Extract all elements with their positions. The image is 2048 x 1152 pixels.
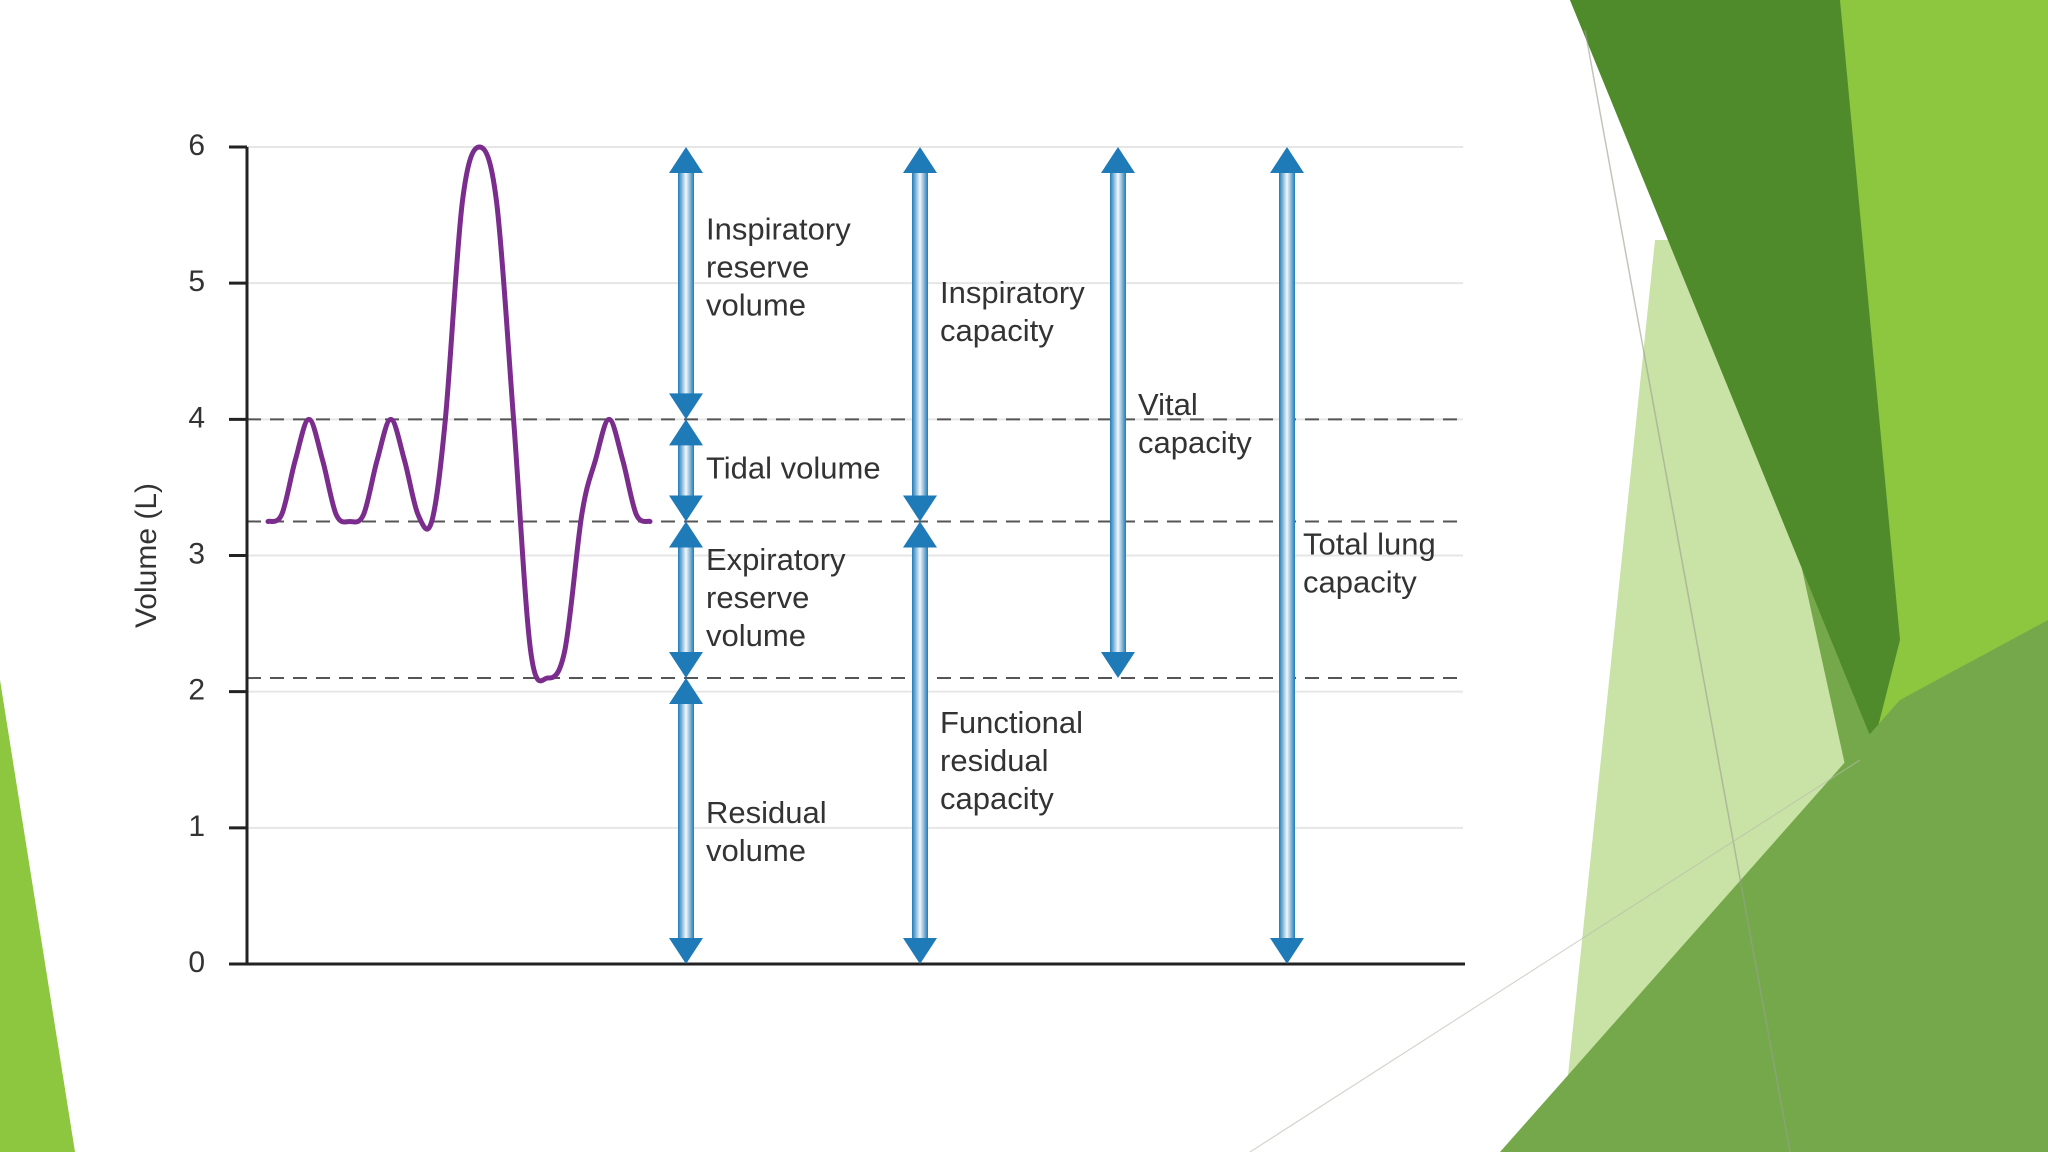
arrow-tidal-volume: Tidal volume: [669, 419, 881, 522]
arrow-head-down: [669, 495, 703, 522]
arrow-label-line: Functional: [940, 705, 1083, 740]
arrow-head-down: [903, 495, 937, 522]
spirometry-trace: [265, 144, 653, 684]
y-tick-label: 6: [188, 129, 205, 162]
left-accent-shape: [0, 680, 75, 1152]
arrow-label-line: volume: [706, 833, 806, 868]
arrow-label-line: Residual: [706, 795, 827, 830]
arrow-shaft: [678, 702, 694, 940]
arrow-head-down: [669, 938, 703, 964]
arrow-label-line: Expiratory: [706, 542, 846, 577]
arrow-label-line: capacity: [1138, 425, 1252, 460]
y-tick-label: 2: [188, 674, 205, 707]
arrow-label-line: volume: [706, 288, 806, 323]
arrow-label-line: Tidal volume: [706, 451, 881, 486]
arrow-label-line: residual: [940, 743, 1049, 778]
y-tick-labels: 0 1 2 3 4 5 6: [188, 129, 247, 979]
arrow-head-up: [669, 147, 703, 173]
arrow-shaft: [678, 443, 694, 498]
arrow-label-line: reserve: [706, 250, 809, 285]
arrow-head-down: [1270, 938, 1304, 964]
arrow-head-up: [669, 521, 703, 548]
volume-trace-line: [265, 144, 653, 684]
arrow-shaft: [912, 545, 928, 940]
arrow-shaft: [1110, 171, 1126, 655]
y-tick-label: 1: [188, 810, 205, 843]
arrow-head-up: [1101, 147, 1135, 173]
arrow-label-line: reserve: [706, 580, 809, 615]
arrow-label-line: Inspiratory: [940, 275, 1085, 310]
arrow-head-down: [669, 652, 703, 679]
arrow-label-line: capacity: [1303, 565, 1417, 600]
arrow-label-line: Vital: [1138, 387, 1198, 422]
y-tick-label: 4: [188, 401, 205, 434]
level-dashed-lines: [247, 418, 1465, 680]
arrow-shaft: [912, 171, 928, 498]
right-thin-line: [1584, 29, 1791, 1152]
arrow-label: Tidal volume: [706, 451, 881, 486]
arrow-head-up: [669, 419, 703, 446]
y-tick-label: 0: [188, 946, 205, 979]
right-facet-dark: [1570, 0, 1925, 760]
y-tick-label: 5: [188, 265, 205, 298]
arrow-shaft: [1279, 171, 1295, 940]
arrow-head-up: [903, 147, 937, 173]
arrow-label-line: capacity: [940, 781, 1054, 816]
arrow-head-down: [669, 393, 703, 420]
arrow-label-line: volume: [706, 618, 806, 653]
arrow-shaft: [678, 171, 694, 396]
arrow-shaft: [678, 545, 694, 655]
y-axis-label: Volume (L): [130, 483, 163, 628]
arrow-head-down: [903, 938, 937, 964]
right-facet-bottom: [1500, 620, 2048, 1152]
arrow-label-line: Inspiratory: [706, 212, 851, 247]
arrow-label-line: capacity: [940, 313, 1054, 348]
y-tick-label: 3: [188, 537, 205, 570]
arrow-head-up: [669, 678, 703, 705]
arrow-head-up: [903, 521, 937, 548]
arrow-head-up: [1270, 147, 1304, 173]
right-thin-line-2: [1249, 759, 1861, 1152]
arrow-head-down: [1101, 652, 1135, 679]
arrow-label-line: Total lung: [1303, 527, 1436, 562]
